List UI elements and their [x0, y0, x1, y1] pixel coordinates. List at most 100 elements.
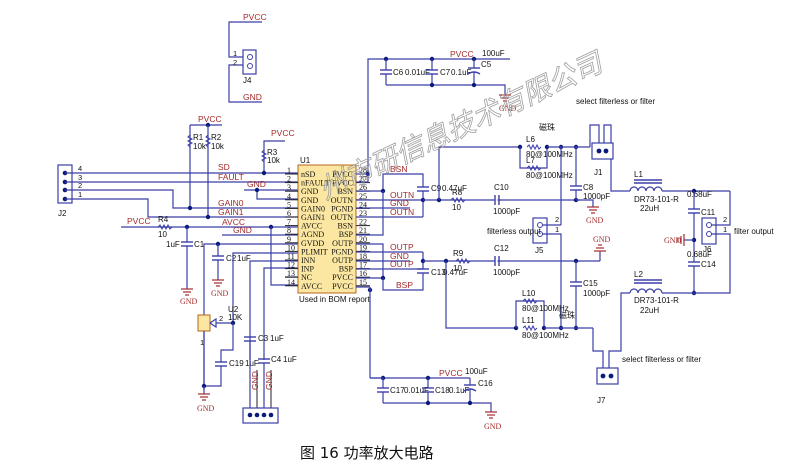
svg-text:L7: L7 — [526, 156, 535, 165]
svg-text:L10: L10 — [522, 289, 536, 298]
net-label-gain0: GAIN0 — [218, 198, 244, 208]
j2-signal-wires: SD FAULT GAIN0 GAIN1 GND — [65, 162, 298, 220]
svg-text:select filterless or filter: select filterless or filter — [622, 355, 701, 364]
svg-text:PVCC: PVCC — [198, 114, 222, 124]
u1-pin-number: 18 — [359, 252, 367, 261]
u1-pin-number: 24 — [359, 200, 367, 209]
svg-text:2: 2 — [78, 181, 82, 190]
svg-text:2: 2 — [555, 215, 559, 224]
u1-pin-number: 5 — [287, 200, 291, 209]
u1-pin-name: INP — [301, 265, 314, 274]
svg-text:0.47uF: 0.47uF — [442, 184, 467, 193]
svg-text:1uF: 1uF — [270, 334, 284, 343]
u1-pin-number: 4 — [287, 192, 291, 201]
svg-text:C8: C8 — [583, 183, 594, 192]
svg-text:80@100MHz: 80@100MHz — [522, 304, 569, 313]
svg-text:U2: U2 — [228, 305, 239, 314]
svg-text:C5: C5 — [481, 60, 492, 69]
svg-text:2: 2 — [723, 215, 727, 224]
svg-text:R4: R4 — [158, 215, 169, 224]
svg-text:GND: GND — [180, 297, 198, 306]
j7-selector: select filterless or filter J7 — [592, 292, 701, 405]
svg-text:R8: R8 — [452, 188, 463, 197]
net-label-sd: SD — [218, 162, 230, 172]
u1-pin-number: 20 — [359, 235, 367, 244]
svg-text:OUTN: OUTN — [390, 207, 414, 217]
figure-caption: 图 16 功率放大电路 — [300, 444, 434, 462]
svg-text:C13: C13 — [431, 268, 446, 277]
svg-text:C12: C12 — [494, 244, 509, 253]
u1-pin-name: AVCC — [301, 282, 322, 291]
u1-pin-number: 3 — [287, 183, 291, 192]
svg-text:80@100MHz: 80@100MHz — [526, 171, 573, 180]
u1-pin-name: BSP — [339, 230, 354, 239]
svg-text:0.1uF: 0.1uF — [449, 386, 470, 395]
u2-potentiometer: U2 10K 2 1 C19 1uF GND — [197, 305, 259, 413]
svg-text:BSN: BSN — [390, 164, 407, 174]
u1-pin-number: 28 — [359, 166, 367, 175]
u1-pin-name: PVCC — [332, 170, 353, 179]
svg-text:0.68uF: 0.68uF — [687, 250, 712, 259]
net-label-gain1: GAIN1 — [218, 207, 244, 217]
u1-pin-name: BSN — [337, 187, 353, 196]
outn-filter-path: R8 10 C10 1000pF L6 80@100MHz L7 80@100M… — [423, 122, 610, 225]
svg-text:1uF: 1uF — [245, 359, 259, 368]
svg-text:GND: GND — [390, 198, 409, 208]
svg-text:R1: R1 — [193, 133, 204, 142]
u1-pin-number: 23 — [359, 209, 367, 218]
svg-text:OUTN: OUTN — [390, 190, 414, 200]
svg-text:L6: L6 — [526, 135, 535, 144]
svg-text:0.1uF: 0.1uF — [451, 68, 472, 77]
svg-text:C18: C18 — [435, 386, 450, 395]
u1-pin-name: PVCC — [332, 273, 353, 282]
j4-ref: J4 — [243, 76, 252, 85]
svg-text:GND: GND — [197, 404, 215, 413]
svg-text:GND: GND — [499, 104, 517, 113]
u1-pin-name: PLIMIT — [301, 247, 328, 256]
u1-pin-name: OUTP — [332, 256, 353, 265]
u1-pin-number: 16 — [359, 269, 367, 278]
input-header: C3 1uF C4 1uF GND GND — [242, 334, 297, 424]
svg-text:C10: C10 — [494, 183, 509, 192]
svg-text:0.68uF: 0.68uF — [687, 190, 712, 199]
svg-text:C11: C11 — [701, 208, 716, 217]
u1-pin-number: 25 — [359, 192, 367, 201]
svg-text:GND: GND — [586, 216, 604, 225]
svg-text:GND: GND — [593, 235, 611, 244]
svg-text:1: 1 — [723, 225, 727, 234]
j4-connector: PVCC GND 1 2 J4 — [228, 12, 267, 103]
svg-text:C15: C15 — [583, 279, 598, 288]
svg-text:OUTP: OUTP — [390, 242, 414, 252]
svg-text:1000pF: 1000pF — [583, 289, 610, 298]
u1-pin-number: 15 — [359, 278, 367, 287]
u1-pin-number: 19 — [359, 243, 367, 252]
u1-pin-name: AVCC — [301, 222, 322, 231]
svg-text:GND: GND — [233, 225, 252, 235]
svg-text:GND: GND — [250, 371, 260, 390]
net-label-pvcc: PVCC — [243, 12, 267, 22]
svg-text:R3: R3 — [267, 148, 278, 157]
u1-pin-name: AGND — [301, 230, 324, 239]
svg-text:C16: C16 — [478, 379, 493, 388]
svg-text:C2: C2 — [226, 254, 237, 263]
svg-text:PVCC: PVCC — [127, 216, 151, 226]
pvcc-top-rail: PVCC 100uF C6 0.01uF C7 0.1uF C5 GND — [356, 49, 517, 183]
svg-text:1: 1 — [200, 338, 204, 347]
svg-text:AVCC: AVCC — [222, 217, 245, 227]
svg-text:R9: R9 — [453, 249, 464, 258]
svg-text:10: 10 — [453, 264, 462, 273]
j2-connector: J2 4 3 2 1 — [57, 164, 82, 218]
svg-text:磁珠: 磁珠 — [539, 122, 555, 132]
svg-text:1: 1 — [78, 190, 82, 199]
u1-pin-number: 26 — [359, 183, 367, 192]
u1-pin-name: GVDD — [301, 239, 324, 248]
svg-text:2: 2 — [233, 58, 237, 67]
svg-text:GND: GND — [664, 236, 682, 245]
pvcc-bottom-decoupling: PVCC 100uF C17 0.01uF C18 0.1uF C16 GND — [370, 367, 502, 431]
svg-text:80@100MHz: 80@100MHz — [522, 331, 569, 340]
svg-text:GND: GND — [247, 179, 266, 189]
u1-pin-name: GND — [301, 187, 319, 196]
svg-text:L11: L11 — [522, 316, 535, 325]
